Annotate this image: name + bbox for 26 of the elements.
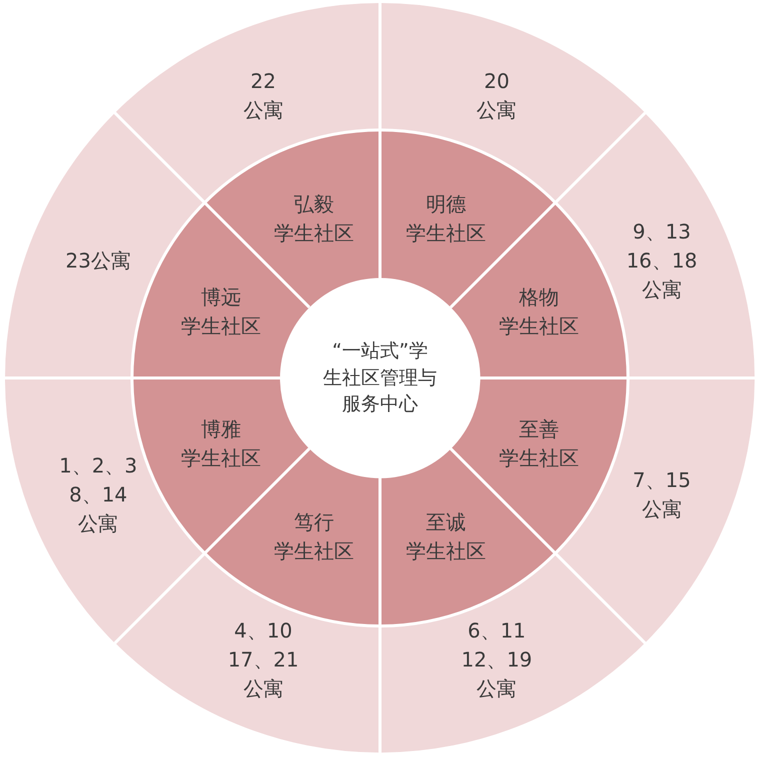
community-label: 学生社区 <box>181 313 262 340</box>
apartment-label: 9、13 16、18 公寓 <box>626 218 698 304</box>
community-name: 格物 <box>518 284 560 312</box>
community-label: 学生社区 <box>406 220 486 248</box>
community-name: 至诚 <box>424 508 467 536</box>
community-name: 博远 <box>200 284 242 312</box>
community-name: 弘毅 <box>293 191 336 218</box>
community-name: 博雅 <box>200 416 242 443</box>
center-title: “一站式”学生社区管理与服务中心 <box>323 339 437 418</box>
apartment-label: 6、11 12、19 公寓 <box>461 617 532 702</box>
community-label: 学生社区 <box>498 313 579 340</box>
apartment-label: 4、10 17、21 公寓 <box>228 617 299 702</box>
community-label: 学生社区 <box>274 220 354 248</box>
apartment-label: 23公寓 <box>65 248 131 275</box>
community-label: 学生社区 <box>406 538 486 565</box>
community-label: 学生社区 <box>181 444 262 472</box>
apartment-label: 22 公寓 <box>243 68 284 124</box>
apartment-label: 20 公寓 <box>476 68 517 124</box>
community-name: 笃行 <box>293 508 336 536</box>
community-label: 学生社区 <box>498 444 579 472</box>
apartment-label: 7、15 公寓 <box>632 466 691 523</box>
community-label: 学生社区 <box>274 538 354 565</box>
community-name: 至善 <box>518 416 560 443</box>
apartment-label: 1、2、3 8、14 公寓 <box>59 452 138 538</box>
community-name: 明德 <box>424 191 467 218</box>
community-sector <box>380 130 556 308</box>
